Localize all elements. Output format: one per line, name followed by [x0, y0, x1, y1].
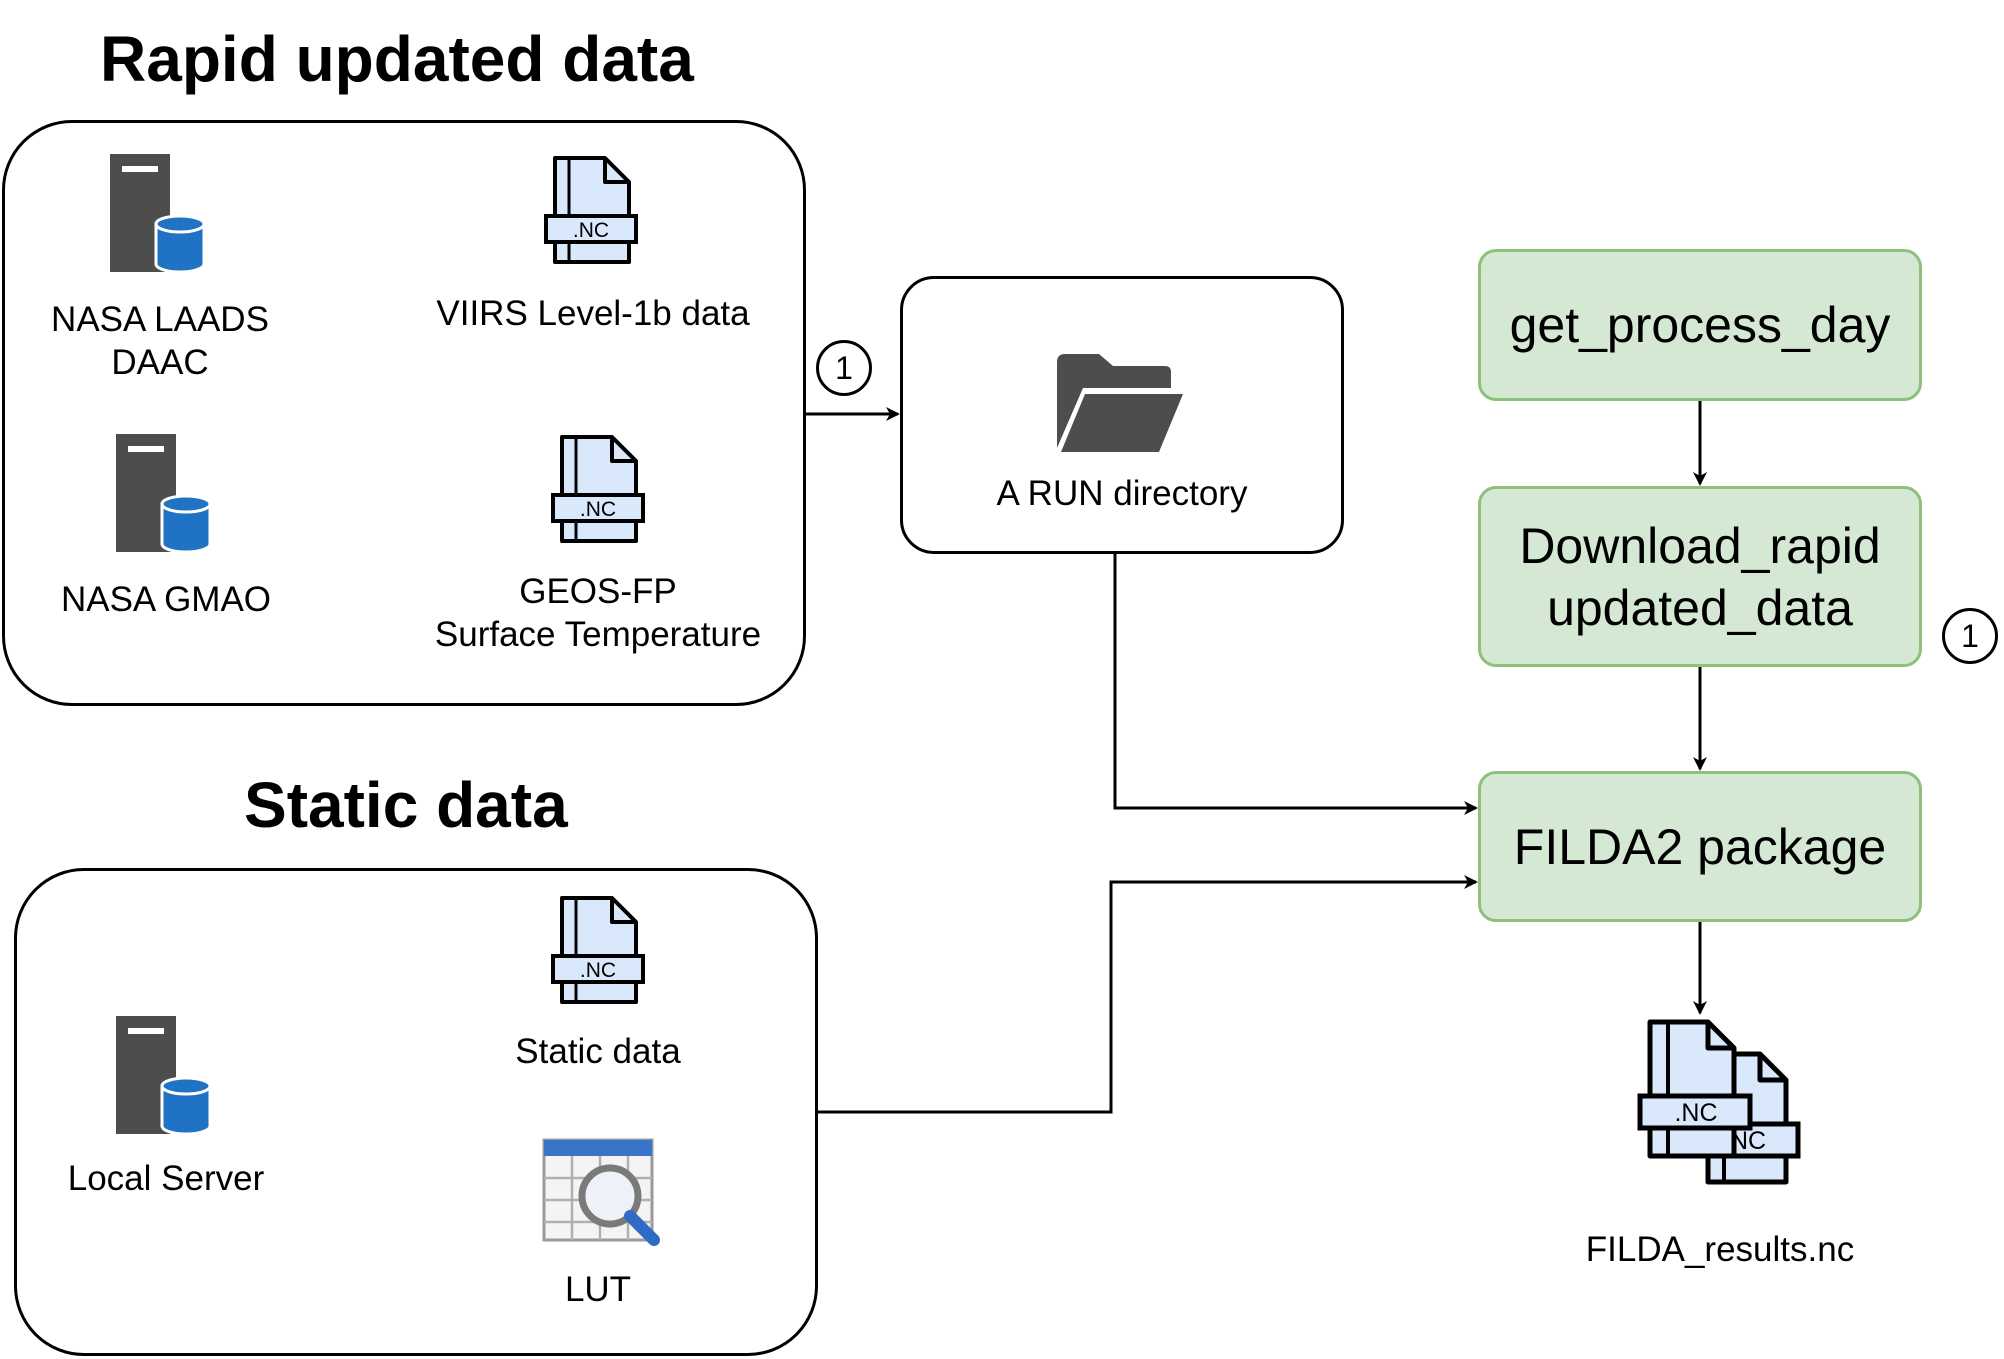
local-server-label: Local Server: [67, 1159, 265, 1198]
step-marker-1: 1: [1942, 608, 1998, 664]
run-directory-label: A RUN directory: [996, 474, 1248, 513]
download-rapid-updated-data-step: Download_rapid updated_data: [1478, 486, 1922, 667]
geos-fp-surface-temperature-label: GEOS-FP Surface Temperature: [434, 572, 762, 654]
nc-tag: .NC: [580, 959, 616, 982]
lut-table-search-icon: [542, 1138, 660, 1246]
server-database-icon: [110, 154, 206, 274]
static-data-heading: Static data: [244, 769, 568, 841]
nc-file-icon: .NC: [544, 156, 638, 264]
nc-tag: .NC: [580, 498, 616, 521]
nc-file-icon: .NC: [551, 896, 645, 1004]
lut-label: LUT: [564, 1270, 632, 1309]
arrow-static-to-filda: [816, 875, 1478, 1114]
nc-tag-front: .NC: [1674, 1099, 1717, 1127]
viirs-level1b-label: VIIRS Level-1b data: [436, 294, 750, 333]
server-database-icon: [116, 434, 212, 554]
nc-files-stack-icon: NC .NC: [1637, 1019, 1801, 1185]
nasa-gmao-label: NASA GMAO: [60, 580, 272, 619]
filda-results-label: FILDA_results.nc: [1585, 1230, 1855, 1269]
rapid-data-heading: Rapid updated data: [100, 23, 694, 95]
filda2-package-step: FILDA2 package: [1478, 771, 1922, 922]
get-process-day-step: get_process_day: [1478, 249, 1922, 401]
step-marker-1: 1: [816, 340, 872, 396]
arrow-run-to-filda: [1113, 553, 1478, 815]
static-data-file-label: Static data: [515, 1032, 681, 1071]
nc-file-icon: .NC: [551, 435, 645, 543]
nc-tag: .NC: [573, 219, 609, 242]
nasa-laads-daac-label: NASA LAADS DAAC: [51, 300, 269, 382]
server-database-icon: [116, 1016, 212, 1136]
folder-open-icon: [1057, 354, 1183, 452]
